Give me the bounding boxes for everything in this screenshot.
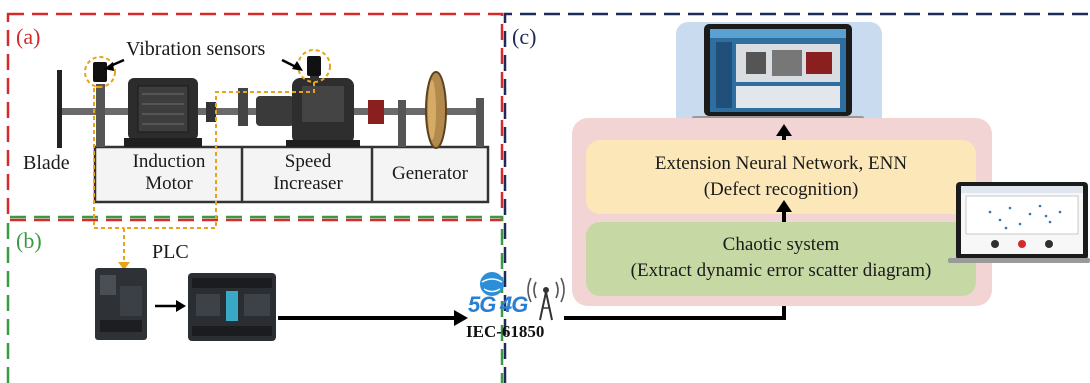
increaser-label: Speed Increaser	[248, 151, 368, 195]
chaos-box-text: Chaotic system (Extract dynamic error sc…	[586, 232, 976, 284]
scatter-laptop-icon	[948, 182, 1090, 263]
plc-module-icon	[95, 268, 147, 340]
plc-link-arrow-head	[176, 300, 186, 312]
coupling-2	[238, 88, 248, 126]
sensor-pointer-left-head	[104, 62, 114, 71]
signal-wire-head	[118, 262, 130, 270]
generator-label: Generator	[392, 163, 468, 184]
sensor-post-left	[96, 84, 105, 147]
blade-label: Blade	[23, 152, 70, 174]
motor-label-line1: Induction	[132, 151, 206, 172]
red-coupling	[368, 100, 384, 124]
panel-c-tag: (c)	[512, 24, 537, 49]
panel-b-tag: (b)	[16, 228, 42, 253]
motor-label: Induction Motor	[104, 151, 234, 195]
rig-base-frame	[93, 145, 490, 204]
enn-title: Extension Neural Network, ENN	[654, 153, 908, 174]
protocol-label: IEC-61850	[466, 322, 545, 341]
motor-fins	[137, 85, 189, 133]
enn-box-text: Extension Neural Network, ENN (Defect re…	[586, 151, 976, 203]
network-4g-badge: 4G	[500, 292, 528, 317]
sensor-left	[93, 62, 107, 82]
motor-foot	[124, 138, 202, 147]
signal-wire-right	[124, 82, 315, 229]
motor-label-line2: Motor	[145, 173, 193, 194]
chaos-box	[586, 222, 976, 296]
chaos-to-enn-head	[776, 200, 792, 212]
blade-shape	[57, 70, 62, 148]
plc-main-unit	[188, 273, 276, 341]
chaos-title: Chaotic system	[722, 234, 840, 255]
plc-label: PLC	[152, 241, 189, 263]
chaos-subtitle: (Extract dynamic error scatter diagram)	[630, 260, 932, 281]
globe-lines	[481, 278, 503, 293]
signal-wire-left	[93, 86, 124, 229]
bearing-block	[256, 96, 294, 126]
network-5g-badge: 5G	[468, 292, 496, 317]
panel-b-frame	[6, 215, 504, 383]
panel-c-frame	[503, 12, 1088, 383]
increaser-label-line2: Increaser	[273, 173, 343, 194]
sensor-pointer-right-head	[292, 61, 303, 71]
enn-subtitle: (Defect recognition)	[703, 179, 859, 200]
antenna-icon	[527, 277, 565, 321]
generator-disc-face	[428, 80, 436, 140]
plc-to-network-head	[454, 310, 468, 326]
panel-a-tag: (a)	[16, 24, 41, 49]
generator-post	[476, 98, 484, 147]
enn-to-laptop-head	[776, 124, 792, 136]
panel-a-frame	[6, 12, 504, 222]
generator-support	[398, 100, 406, 147]
sensor-right	[307, 56, 321, 76]
gearbox-foot	[286, 140, 360, 147]
vibration-sensors-label: Vibration sensors	[126, 38, 266, 60]
laptop-icon	[692, 24, 864, 122]
increaser-label-line1: Speed	[284, 151, 332, 172]
enn-box	[586, 140, 976, 214]
coupling-1	[206, 102, 216, 122]
